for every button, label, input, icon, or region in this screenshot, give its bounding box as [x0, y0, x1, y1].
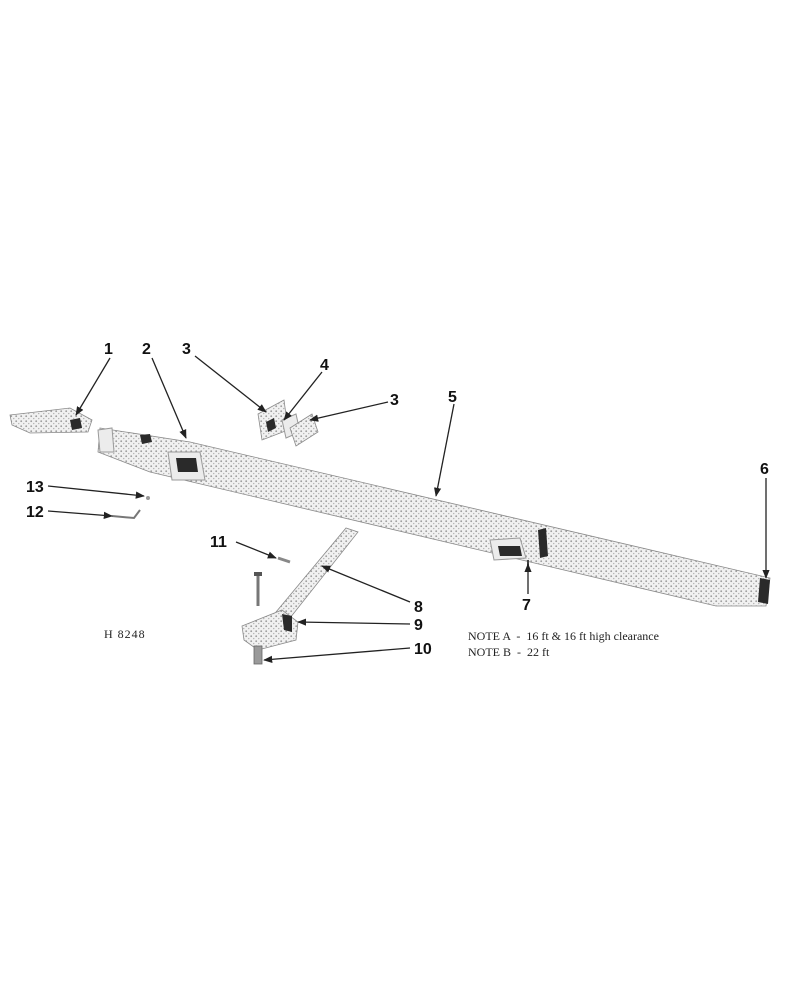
part-2-clamp — [140, 434, 206, 481]
note-a: NOTE A - 16 ft & 16 ft high clearance — [468, 629, 659, 643]
part-9-angle-bracket — [241, 609, 299, 651]
bolt — [254, 572, 262, 606]
leader-4 — [283, 371, 323, 421]
callout-1: 1 — [104, 341, 113, 358]
leader-2 — [151, 357, 187, 439]
part-1-bracket — [9, 407, 93, 434]
callout-6: 6 — [760, 461, 769, 478]
leader-11 — [235, 541, 277, 559]
callout-3b: 3 — [390, 392, 399, 409]
part-11-pin — [277, 556, 291, 564]
part-10-bolt — [253, 645, 263, 665]
callout-2: 2 — [142, 341, 151, 358]
callout-5: 5 — [448, 389, 457, 406]
part-6-end-cap — [758, 578, 770, 604]
leader-8 — [321, 565, 411, 603]
leader-5 — [434, 403, 455, 497]
callout-3a: 3 — [182, 341, 191, 358]
leader-3a — [194, 355, 267, 413]
part-8-bar — [275, 527, 359, 619]
figure-ref: H 8248 — [104, 627, 146, 641]
note-b: NOTE B - 22 ft — [468, 645, 550, 659]
leader-1 — [75, 357, 111, 416]
part-12-hook — [111, 509, 141, 520]
callout-8: 8 — [414, 599, 423, 616]
callout-4: 4 — [320, 357, 329, 374]
callout-7: 7 — [522, 597, 531, 614]
callout-10: 10 — [414, 641, 432, 658]
part-3-plate-right — [289, 413, 319, 447]
part-5-beam — [97, 427, 771, 607]
leader-9 — [297, 618, 411, 626]
leader-13 — [47, 485, 145, 499]
callout-9: 9 — [414, 617, 423, 634]
leader-12 — [47, 510, 113, 519]
callout-11: 11 — [210, 534, 227, 551]
part-13-washer — [146, 496, 150, 500]
callout-12: 12 — [26, 504, 44, 521]
leader-10 — [263, 647, 411, 663]
callout-13: 13 — [26, 479, 44, 496]
leader-3b — [309, 401, 389, 422]
